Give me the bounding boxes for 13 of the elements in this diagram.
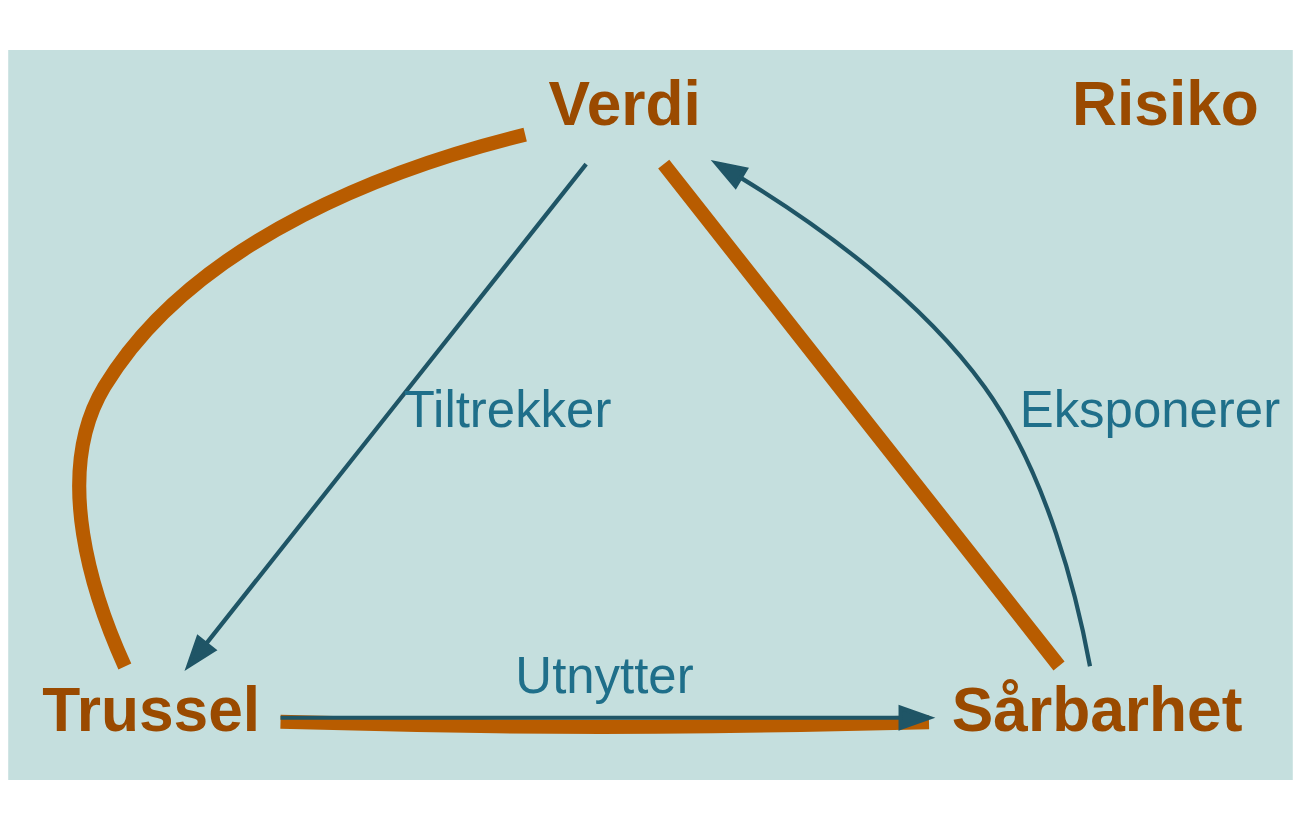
arrow (710, 159, 1093, 667)
node-text: Sårbarhet (951, 674, 1243, 744)
node-text: Verdi (548, 68, 701, 138)
connector (280, 714, 930, 734)
connector (72, 127, 527, 669)
node-text: Trussel (42, 674, 261, 744)
arrow (280, 704, 936, 731)
label: Risiko (1072, 68, 1259, 138)
edge-label: Utnytter (515, 646, 694, 704)
edge-label: Tiltrekker (403, 380, 612, 438)
connector (658, 159, 1065, 670)
edge-label: Eksponerer (1019, 380, 1281, 438)
arrow (184, 162, 588, 671)
